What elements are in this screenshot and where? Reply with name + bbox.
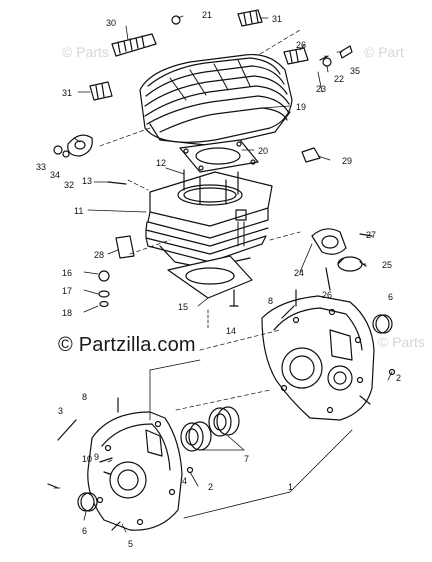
crankcase-left-half — [87, 411, 183, 531]
callout-34: 34 — [50, 170, 60, 180]
damper-block-26 — [283, 47, 309, 65]
manifold-intake — [311, 228, 347, 255]
callout-26-upper: 26 — [296, 40, 306, 50]
callout-6-left: 6 — [82, 526, 87, 536]
callout-3: 3 — [58, 406, 63, 416]
spark-plug-cap — [301, 147, 321, 163]
callout-13: 13 — [82, 176, 92, 186]
callout-25: 25 — [382, 260, 392, 270]
callout-27: 27 — [366, 230, 376, 240]
callout-11: 11 — [74, 206, 83, 216]
crankcase-right-half — [261, 295, 375, 421]
bracket-28 — [115, 235, 135, 259]
base-gasket — [167, 255, 253, 299]
callout-33: 33 — [36, 162, 46, 172]
callout-10: 10 — [82, 454, 92, 464]
callout-8-left: 8 — [82, 392, 87, 402]
callout-24: 24 — [294, 268, 304, 278]
callout-7: 7 — [244, 454, 249, 464]
callout-2-left: 2 — [208, 482, 213, 492]
callout-23: 23 — [316, 84, 326, 94]
callout-35: 35 — [350, 66, 360, 76]
stud-bolt-strip-30 — [111, 33, 157, 57]
callout-15: 15 — [178, 302, 188, 312]
callout-labels: 1 2 2 3 4 5 6 6 7 8 8 9 10 11 12 13 14 1… — [36, 10, 401, 549]
callout-14: 14 — [226, 326, 236, 336]
callout-12: 12 — [156, 158, 166, 168]
damper-block-31-top — [237, 9, 263, 27]
callout-6-right: 6 — [388, 292, 393, 302]
damper-block-31-left — [89, 81, 113, 101]
callout-32: 32 — [64, 180, 74, 190]
callout-16: 16 — [62, 268, 72, 278]
callout-9: 9 — [94, 452, 99, 462]
callout-29: 29 — [342, 156, 352, 166]
faint-watermark-mid-right: © Parts — [378, 334, 425, 350]
callout-18: 18 — [62, 308, 72, 318]
cylinder-head — [139, 53, 293, 147]
oil-seal-right — [372, 314, 393, 334]
callout-1: 1 — [288, 482, 293, 492]
callout-5: 5 — [128, 539, 133, 549]
callout-30: 30 — [106, 18, 116, 28]
cylinder-block — [145, 169, 273, 269]
callout-26-lower: 26 — [322, 290, 332, 300]
partzilla-watermark: © Partzilla.com — [58, 334, 196, 356]
callout-2-right: 2 — [396, 373, 401, 383]
alignment-lines — [99, 29, 301, 411]
callout-20: 20 — [258, 146, 268, 156]
oil-seal-left — [77, 492, 98, 512]
callout-22: 22 — [334, 74, 344, 84]
faint-watermark-top-right: © Part — [364, 44, 404, 60]
callout-19: 19 — [296, 102, 306, 112]
callout-28: 28 — [94, 250, 104, 260]
callout-17: 17 — [62, 286, 72, 296]
callout-31-left: 31 — [62, 88, 72, 98]
leader-lines — [53, 15, 393, 533]
callout-31-top: 31 — [272, 14, 282, 24]
exhaust-flange-gasket — [67, 134, 93, 157]
faint-watermark-top-left: © Parts — [62, 44, 109, 60]
callout-4: 4 — [182, 476, 187, 486]
callout-8-right: 8 — [268, 296, 273, 306]
main-bearings — [180, 406, 240, 452]
callout-21: 21 — [202, 10, 212, 20]
head-gasket — [179, 139, 259, 173]
